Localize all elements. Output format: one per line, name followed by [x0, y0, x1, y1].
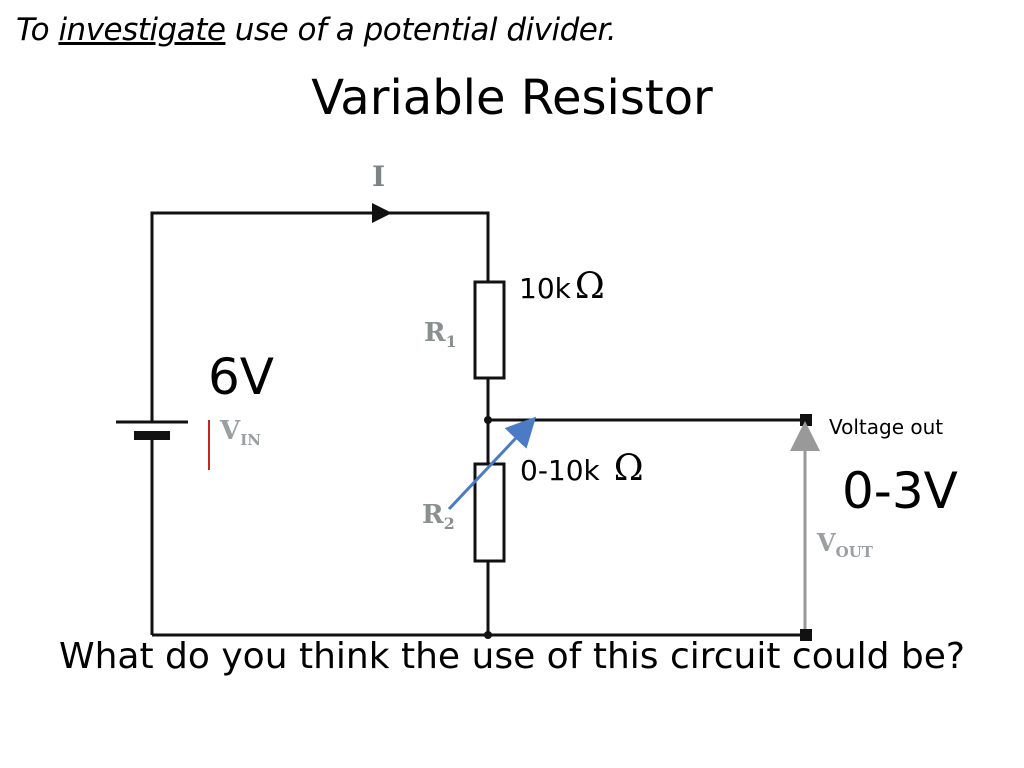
vin-label-subscript: IN — [240, 431, 261, 450]
r2-value-label: 0-10k Ω — [520, 448, 644, 489]
junction-dot — [484, 631, 492, 639]
objective-emphasis: investigate — [58, 12, 226, 48]
r1-label-main: R — [424, 318, 446, 348]
ohm-icon: Ω — [613, 448, 644, 489]
terminal-dot — [800, 414, 812, 426]
variable-arrow-icon — [447, 416, 537, 511]
slide-title: Variable Resistor — [311, 70, 713, 126]
vout-label-subscript: OUT — [835, 542, 873, 561]
junction-dot — [484, 416, 492, 424]
r1-value: 10k — [519, 272, 571, 305]
output-caption: Voltage out — [829, 415, 944, 439]
r2-label-subscript: 2 — [443, 514, 455, 534]
battery-short-plate — [134, 431, 170, 440]
slide-question: What do you think the use of this circui… — [59, 636, 965, 677]
vin-label-main: V — [220, 416, 241, 446]
ohm-icon: Ω — [574, 266, 605, 307]
vout-label-main: V — [817, 528, 836, 557]
resistor-r1 — [473, 280, 506, 380]
r2-label: R2 — [422, 500, 455, 533]
vin-label: VIN — [220, 416, 261, 449]
output-range: 0-3V — [842, 462, 958, 520]
slide-objective: To investigate use of a potential divide… — [16, 12, 617, 48]
supply-voltage: 6V — [208, 348, 275, 406]
terminal-dot — [800, 629, 812, 641]
vout-label: VOUT — [817, 528, 873, 561]
objective-suffix: use of a potential divider. — [225, 12, 617, 48]
objective-prefix: To — [16, 12, 59, 48]
current-label: I — [372, 160, 386, 193]
r2-value: 0-10k — [520, 454, 600, 487]
r2-label-main: R — [422, 500, 444, 530]
resistor-r2 — [473, 462, 506, 563]
wire-top — [150, 211, 490, 422]
r1-label-subscript: 1 — [445, 332, 457, 352]
r1-label: R1 — [424, 318, 457, 351]
current-arrow-icon — [372, 203, 392, 223]
